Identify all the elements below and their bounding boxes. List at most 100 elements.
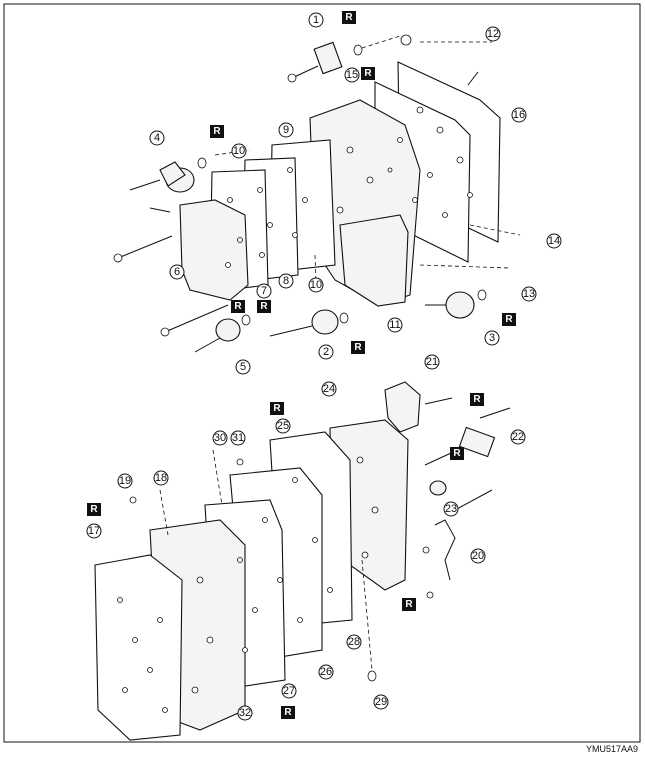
svg-text:4: 4 [154, 132, 160, 144]
svg-text:5: 5 [240, 361, 246, 373]
callout-21: 21 [424, 354, 440, 370]
manual-lever-20 [434, 519, 456, 581]
svg-text:13: 13 [523, 288, 535, 300]
replace-mark: R [470, 393, 484, 406]
replace-mark: R [402, 598, 416, 611]
replace-mark: R [361, 67, 375, 80]
svg-text:11: 11 [389, 319, 400, 331]
leader-28 [361, 559, 373, 671]
svg-text:22: 22 [512, 431, 524, 443]
svg-text:24: 24 [323, 383, 335, 395]
svg-text:29: 29 [375, 696, 387, 708]
callout-5: 5 [235, 359, 251, 375]
svg-text:R: R [284, 707, 292, 718]
callout-10b: 10 [308, 277, 324, 293]
cover-21 [384, 381, 421, 433]
replace-mark: R [270, 402, 284, 415]
svg-text:9: 9 [283, 124, 289, 136]
callout-10a: 10 [231, 143, 247, 159]
svg-text:R: R [234, 301, 242, 312]
filter-31 [236, 458, 244, 466]
svg-text:28: 28 [348, 636, 360, 648]
callout-30: 30 [212, 430, 228, 446]
diagram-frame [3, 3, 641, 743]
svg-text:10: 10 [233, 145, 245, 157]
lower-assembly [94, 381, 511, 741]
svg-text:15: 15 [346, 69, 358, 81]
callout-4: 4 [149, 130, 165, 146]
svg-text:27: 27 [283, 685, 295, 697]
svg-text:17: 17 [88, 525, 100, 537]
callout-19: 19 [117, 473, 133, 489]
callout-9: 9 [278, 122, 294, 138]
replace-mark: R [231, 300, 245, 313]
callout-16: 16 [511, 107, 527, 123]
svg-text:R: R [473, 394, 481, 405]
solenoid-3 [425, 289, 487, 319]
figure-code: YMU517AA9 [586, 744, 638, 754]
svg-text:3: 3 [489, 332, 495, 344]
callout-8: 8 [278, 273, 294, 289]
svg-text:23: 23 [445, 503, 457, 515]
replace-mark: R [210, 125, 224, 138]
svg-text:R: R [273, 403, 281, 414]
svg-text:R: R [213, 126, 221, 137]
svg-text:7: 7 [261, 285, 267, 297]
callout-31: 31 [230, 430, 246, 446]
svg-text:10: 10 [310, 279, 322, 291]
solenoid-4 [129, 157, 207, 193]
replace-mark: R [450, 447, 464, 460]
callout-24: 24 [321, 381, 337, 397]
replace-mark: R [351, 341, 365, 354]
svg-text:R: R [453, 448, 461, 459]
replace-mark: R [502, 313, 516, 326]
callout-12: 12 [485, 26, 501, 42]
valve-body-6 [179, 199, 249, 301]
accumulator-11 [339, 214, 409, 307]
svg-text:8: 8 [283, 275, 289, 287]
svg-text:R: R [364, 68, 372, 79]
callout-23: 23 [443, 501, 459, 517]
callout-20: 20 [470, 548, 486, 564]
svg-text:31: 31 [232, 432, 244, 444]
bolt-21 [424, 397, 453, 405]
svg-text:14: 14 [548, 235, 560, 247]
svg-text:6: 6 [174, 266, 180, 278]
svg-text:12: 12 [487, 28, 499, 40]
svg-text:26: 26 [320, 666, 332, 678]
svg-text:18: 18 [155, 472, 167, 484]
svg-text:R: R [405, 599, 413, 610]
svg-text:R: R [505, 314, 513, 325]
solenoid-2 [269, 309, 349, 337]
upper-plate-holes [225, 106, 473, 268]
callout-15: 15 [344, 67, 360, 83]
callout-25: 25 [275, 418, 291, 434]
callout-11: 11 [387, 317, 403, 333]
svg-text:R: R [260, 301, 268, 312]
callout-18: 18 [153, 470, 169, 486]
lower-plate-holes [117, 456, 379, 713]
svg-text:R: R [90, 504, 98, 515]
sensor-22 [424, 407, 511, 511]
callout-14: 14 [546, 233, 562, 249]
leader-18 [159, 489, 169, 536]
svg-text:R: R [345, 12, 353, 23]
o-ring-29 [367, 670, 377, 682]
callout-29: 29 [373, 694, 389, 710]
svg-text:21: 21 [426, 356, 438, 368]
svg-text:32: 32 [239, 707, 251, 719]
svg-text:1: 1 [313, 14, 319, 26]
ball-20a [422, 546, 430, 554]
ball-20b [426, 591, 434, 599]
upper-assembly [113, 34, 521, 353]
svg-text:25: 25 [277, 420, 289, 432]
upper-bolts [113, 34, 479, 337]
replace-mark: R [342, 11, 356, 24]
replace-mark: R [257, 300, 271, 313]
svg-text:19: 19 [119, 475, 131, 487]
callout-32: 32 [237, 705, 253, 721]
replace-mark: R [281, 706, 295, 719]
callout-13: 13 [521, 286, 537, 302]
callout-27: 27 [281, 683, 297, 699]
